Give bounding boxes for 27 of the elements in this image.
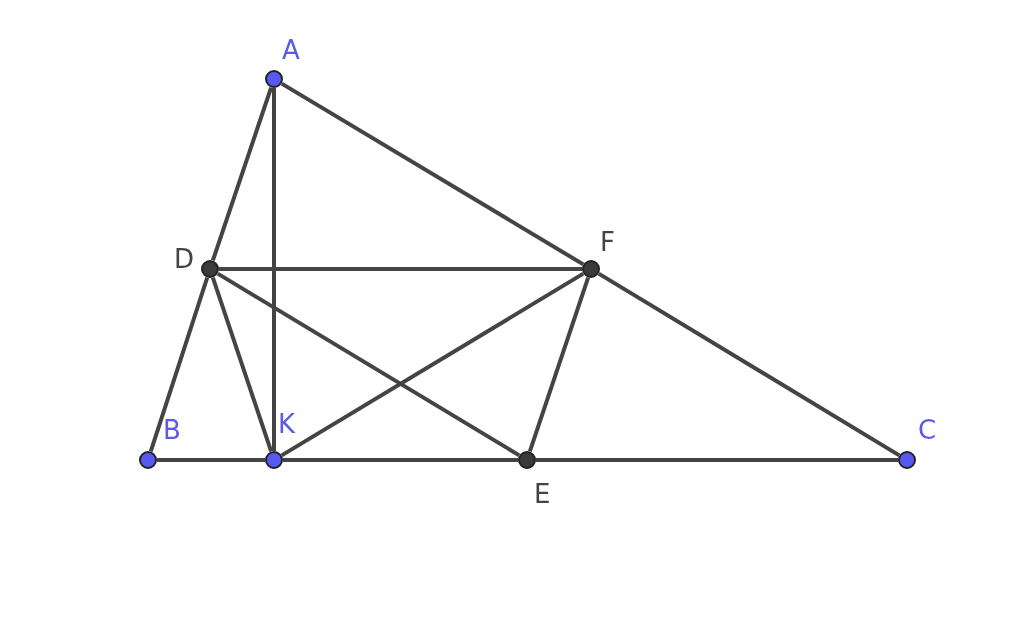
point-label: E bbox=[534, 480, 551, 508]
line-segment bbox=[148, 276, 210, 453]
point-dot bbox=[582, 260, 600, 278]
line-segment bbox=[280, 271, 585, 458]
line-segment bbox=[597, 271, 901, 458]
point-label: A bbox=[282, 36, 300, 64]
point-label: D bbox=[174, 245, 195, 273]
point-dot bbox=[265, 70, 283, 88]
line-segment bbox=[272, 88, 276, 451]
line-segment bbox=[157, 458, 265, 462]
line-segment bbox=[210, 86, 274, 262]
point-dot bbox=[518, 451, 536, 469]
line-segment bbox=[536, 458, 898, 462]
point-dot bbox=[898, 451, 916, 469]
point-label: F bbox=[600, 228, 615, 256]
point-dot bbox=[201, 260, 219, 278]
line-segment bbox=[216, 271, 521, 458]
point-dot bbox=[139, 451, 157, 469]
line-segment bbox=[280, 81, 585, 267]
line-segment bbox=[527, 276, 591, 453]
line-segment bbox=[219, 267, 582, 271]
line-segment bbox=[210, 276, 274, 453]
point-dot bbox=[265, 451, 283, 469]
point-label: C bbox=[918, 416, 937, 444]
line-segment bbox=[283, 458, 518, 462]
point-label: K bbox=[278, 410, 296, 438]
point-label: B bbox=[163, 416, 181, 444]
